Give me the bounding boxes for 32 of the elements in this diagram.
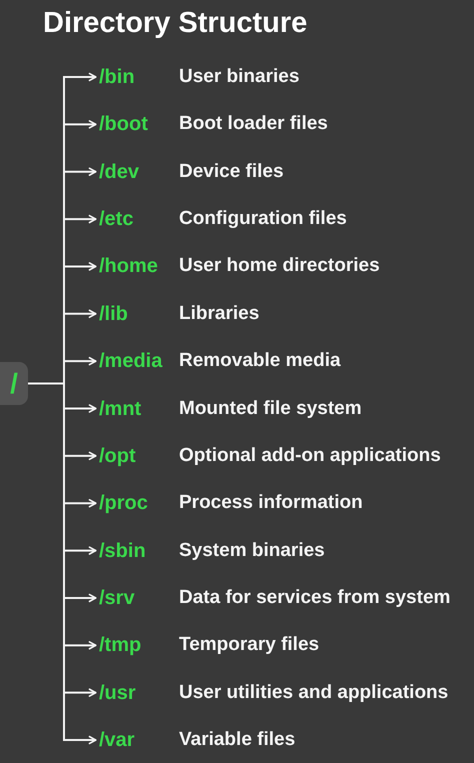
directory-name: /home [99, 254, 158, 278]
directory-name: /media [99, 349, 162, 374]
directory-description: Variable files [179, 728, 296, 752]
directory-description: Data for services from system [179, 586, 450, 610]
directory-description: User utilities and applications [179, 680, 448, 705]
directory-description: Configuration files [179, 207, 347, 232]
directory-name: /lib [99, 302, 128, 326]
directory-description: Mounted file system [179, 396, 362, 421]
title: Directory Structure [43, 6, 308, 41]
directory-name: /opt [99, 444, 136, 468]
directory-name: /mnt [99, 396, 142, 421]
directory-name: /usr [99, 680, 136, 705]
directory-description: Libraries [179, 302, 260, 326]
directory-name: /tmp [99, 633, 142, 658]
directory-name: /proc [99, 491, 148, 516]
directory-description: Device files [179, 160, 284, 184]
directory-description: Process information [179, 491, 363, 516]
directory-name: /etc [99, 207, 134, 232]
directory-description: Temporary files [179, 633, 320, 658]
directory-name: /boot [99, 112, 148, 136]
directory-description: System binaries [179, 538, 325, 563]
directory-description: Optional add-on applications [179, 444, 441, 468]
directory-name: /sbin [99, 538, 146, 563]
directory-name: /dev [99, 160, 140, 184]
directory-description: User binaries [179, 65, 300, 89]
directory-description: User home directories [179, 254, 380, 278]
directory-description: Removable media [179, 349, 341, 374]
directory-name: /var [99, 728, 135, 752]
root-directory-box: / [0, 362, 28, 405]
directory-name: /srv [99, 586, 135, 610]
directory-description: Boot loader files [179, 112, 328, 136]
directory-name: /bin [99, 65, 135, 89]
